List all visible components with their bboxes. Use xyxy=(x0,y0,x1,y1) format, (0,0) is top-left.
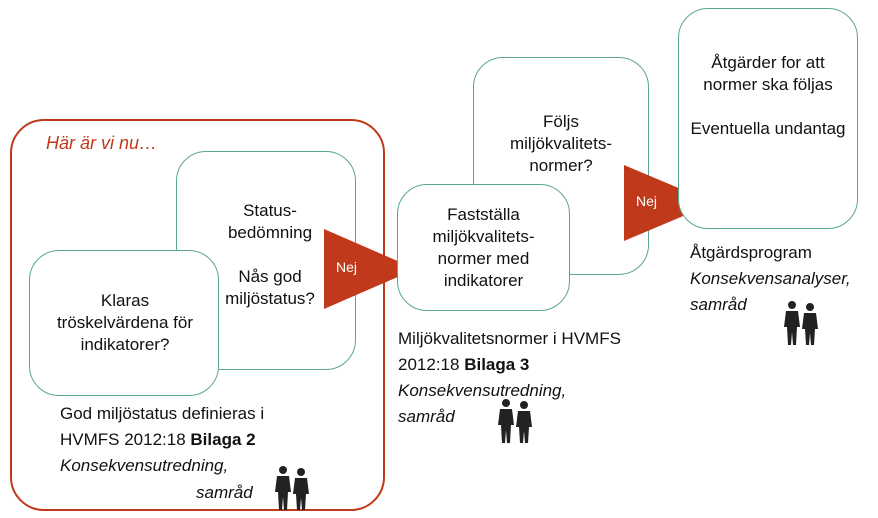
faststalla-box xyxy=(397,184,570,311)
nej-arrow-1-label: Nej xyxy=(336,259,358,275)
nej-arrow-1 xyxy=(324,229,416,309)
mid-caption-bilaga: Bilaga 3 xyxy=(464,355,530,374)
right-caption: Åtgärdsprogram Konsekvensanalyser, samrå… xyxy=(690,240,851,318)
left-caption-samrad-text: samråd xyxy=(196,483,253,502)
atgarder-line-2: Eventuella undantag xyxy=(690,119,846,138)
atgarder-text: Åtgärder for att normer ska följas Event… xyxy=(690,52,846,140)
right-caption-line-2: Konsekvensanalyser, xyxy=(690,266,851,292)
right-caption-samrad: samråd xyxy=(690,295,747,314)
faststalla-text: Fastställa miljökvalitets-normer med ind… xyxy=(432,205,535,290)
mid-caption-line-4: samråd xyxy=(398,404,621,430)
status-line-3: Nås god xyxy=(238,267,302,286)
arrow-shape xyxy=(624,165,714,241)
middle-caption: Miljökvalitetsnormer i HVMFS 2012:18 Bil… xyxy=(398,326,621,430)
nej-arrow-2-label: Nej xyxy=(636,193,658,209)
left-caption-ref: HVMFS 2012:18 xyxy=(60,430,191,449)
left-caption-konsekvens: Konsekvensutredning, xyxy=(60,456,229,475)
left-caption-samrad: samråd xyxy=(196,480,253,506)
status-box-text: Status- bedömning Nås god miljöstatus? xyxy=(200,200,340,310)
atgarder-box xyxy=(678,8,858,229)
people-icon xyxy=(784,301,818,345)
people-icon xyxy=(275,466,309,510)
right-caption-konsekvens: Konsekvensanalyser, xyxy=(690,269,851,288)
mid-caption-line-3: Konsekvensutredning, xyxy=(398,378,621,404)
left-caption-line-1: God miljöstatus definieras i xyxy=(60,404,265,423)
mid-caption-line-1: Miljökvalitetsnormer i HVMFS xyxy=(398,329,621,348)
left-caption: God miljöstatus definieras i HVMFS 2012:… xyxy=(60,401,264,479)
mid-caption-samrad: samråd xyxy=(398,407,455,426)
mid-caption-ref: 2012:18 xyxy=(398,355,465,374)
klaras-text: Klaras tröskelvärdena för indikatorer? xyxy=(56,291,194,354)
nej-arrow-2 xyxy=(624,165,714,241)
arrow-shape xyxy=(324,229,416,309)
klaras-box xyxy=(29,250,219,396)
status-line-2: bedömning xyxy=(227,223,313,242)
left-caption-line-2: HVMFS 2012:18 Bilaga 2 xyxy=(60,427,264,453)
foljs-text: Följs miljökvalitets-normer? xyxy=(509,112,613,175)
left-caption-bilaga: Bilaga 2 xyxy=(190,430,256,449)
atgarder-line-1: Åtgärder for att normer ska följas xyxy=(703,53,833,94)
right-caption-line-3: samråd xyxy=(690,292,851,318)
status-line-1: Status- xyxy=(243,201,297,220)
here-label: Här är vi nu… xyxy=(46,133,158,153)
mid-caption-konsekvens: Konsekvensutredning, xyxy=(398,381,567,400)
right-caption-line-1: Åtgärdsprogram xyxy=(690,243,812,262)
status-line-4: miljöstatus? xyxy=(225,289,315,308)
current-stage-frame xyxy=(10,119,385,511)
left-caption-line-3: Konsekvensutredning, xyxy=(60,453,264,479)
people-icon xyxy=(498,399,532,443)
mid-caption-line-2: 2012:18 Bilaga 3 xyxy=(398,352,621,378)
